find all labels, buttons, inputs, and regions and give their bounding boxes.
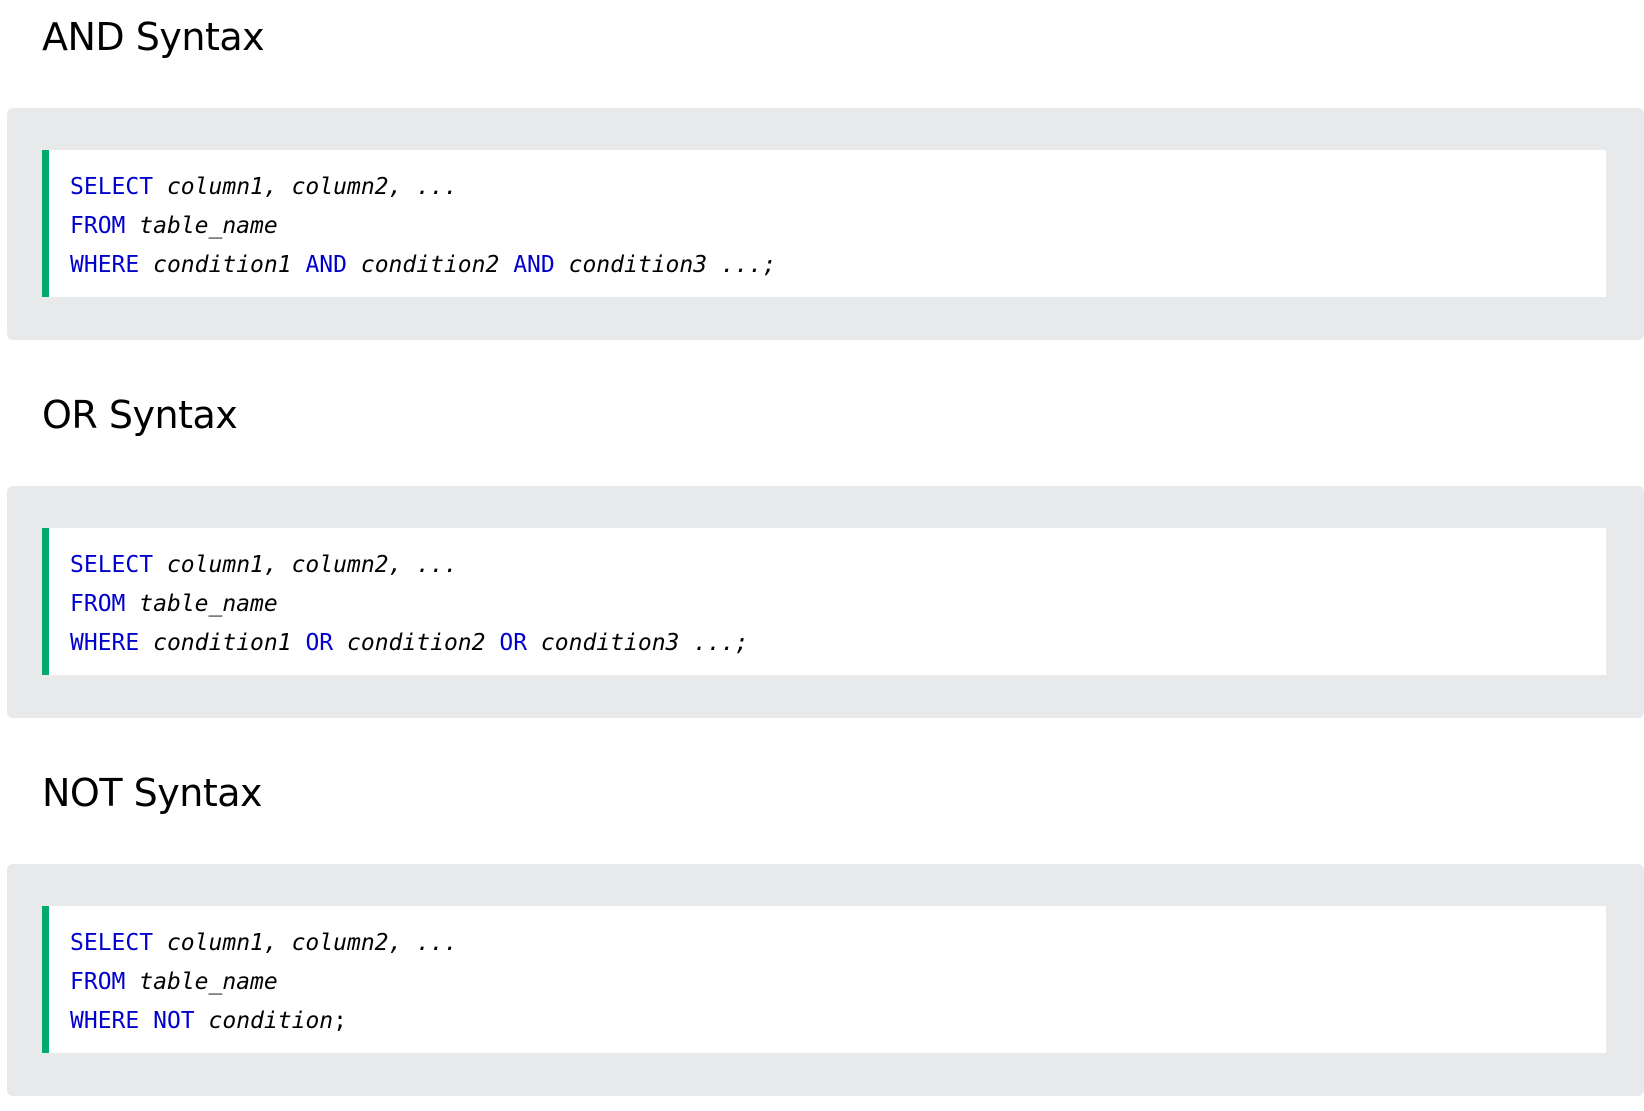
- code-line: WHERE condition1 OR condition2 OR condit…: [70, 624, 1606, 663]
- sql-placeholder: table_name: [139, 213, 278, 239]
- code-block-or: SELECT column1, column2, ...FROM table_n…: [42, 528, 1606, 675]
- section-heading-not: NOT Syntax: [42, 771, 263, 815]
- code-line: SELECT column1, column2, ...: [70, 546, 1606, 585]
- sql-punctuation: [195, 1008, 209, 1034]
- sql-placeholder: condition2: [360, 252, 500, 278]
- sql-punctuation: [292, 252, 306, 278]
- sql-keyword: SELECT: [70, 174, 154, 200]
- code-line: SELECT column1, column2, ...: [70, 168, 1606, 207]
- code-line: FROM table_name: [70, 585, 1606, 624]
- sql-keyword: WHERE: [70, 630, 140, 656]
- sql-placeholder: condition1: [153, 252, 292, 278]
- code-example-panel-or: SELECT column1, column2, ...FROM table_n…: [7, 486, 1644, 718]
- code-line: WHERE condition1 AND condition2 AND cond…: [70, 246, 1606, 285]
- sql-keyword: WHERE: [70, 1008, 140, 1034]
- sql-keyword: AND: [305, 252, 347, 278]
- section-heading-and: AND Syntax: [42, 15, 265, 59]
- sql-punctuation: [125, 213, 139, 239]
- code-line: WHERE NOT condition;: [70, 1002, 1606, 1041]
- section-heading-or: OR Syntax: [42, 393, 238, 437]
- sql-keyword: FROM: [70, 591, 126, 617]
- sql-punctuation: [499, 252, 513, 278]
- code-line: SELECT column1, column2, ...: [70, 924, 1606, 963]
- sql-placeholder: table_name: [139, 969, 278, 995]
- sql-punctuation: [139, 252, 153, 278]
- sql-punctuation: [333, 630, 347, 656]
- sql-placeholder: column1, column2, ...: [166, 174, 458, 200]
- sql-punctuation: [527, 630, 541, 656]
- sql-placeholder: column1, column2, ...: [166, 552, 458, 578]
- sql-punctuation: [153, 930, 167, 956]
- sql-keyword: SELECT: [70, 930, 154, 956]
- sql-punctuation: [125, 969, 139, 995]
- code-line: FROM table_name: [70, 207, 1606, 246]
- sql-punctuation: [486, 630, 500, 656]
- sql-keyword: SELECT: [70, 552, 154, 578]
- code-block-and: SELECT column1, column2, ...FROM table_n…: [42, 150, 1606, 297]
- sql-punctuation: [153, 552, 167, 578]
- sql-placeholder: condition2: [347, 630, 486, 656]
- sql-keyword: OR: [305, 630, 334, 656]
- sql-punctuation: [347, 252, 361, 278]
- sql-placeholder: column1, column2, ...: [166, 930, 458, 956]
- sql-punctuation: [139, 1008, 153, 1034]
- sql-placeholder: table_name: [139, 591, 278, 617]
- sql-placeholder: condition: [208, 1008, 334, 1034]
- sql-placeholder: condition3 ...;: [568, 252, 777, 278]
- code-line: FROM table_name: [70, 963, 1606, 1002]
- code-example-panel-and: SELECT column1, column2, ...FROM table_n…: [7, 108, 1644, 340]
- sql-punctuation: [139, 630, 153, 656]
- sql-keyword: FROM: [70, 969, 126, 995]
- sql-keyword: WHERE: [70, 252, 140, 278]
- sql-punctuation: ;: [333, 1008, 347, 1034]
- sql-punctuation: [555, 252, 569, 278]
- sql-punctuation: [153, 174, 167, 200]
- sql-keyword: AND: [513, 252, 555, 278]
- sql-placeholder: condition1: [153, 630, 292, 656]
- code-block-not: SELECT column1, column2, ...FROM table_n…: [42, 906, 1606, 1053]
- sql-keyword: NOT: [153, 1008, 195, 1034]
- sql-punctuation: [292, 630, 306, 656]
- sql-keyword: FROM: [70, 213, 126, 239]
- code-example-panel-not: SELECT column1, column2, ...FROM table_n…: [7, 864, 1644, 1096]
- sql-placeholder: condition3 ...;: [540, 630, 749, 656]
- sql-keyword: OR: [499, 630, 528, 656]
- sql-punctuation: [125, 591, 139, 617]
